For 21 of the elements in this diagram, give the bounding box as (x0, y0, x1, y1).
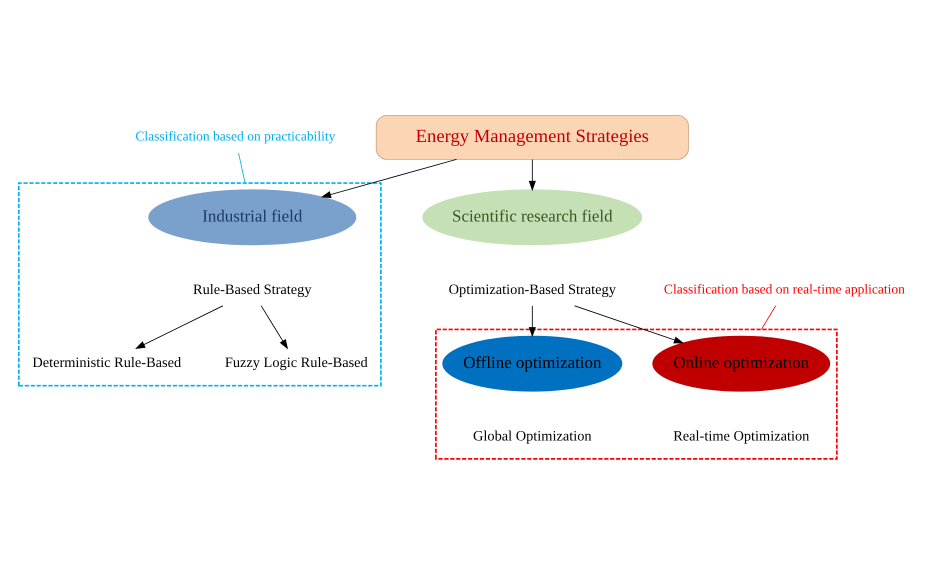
node-box: Energy Management Strategies (376, 114, 689, 160)
cluster (435, 328, 838, 460)
cluster (18, 182, 382, 387)
connector (238, 152, 246, 184)
node-text: Optimization-Based Strategy (448, 282, 616, 298)
node-text: Fuzzy Logic Rule-Based (224, 355, 368, 372)
node-text: Rule-Based Strategy (193, 282, 312, 298)
connector (761, 305, 776, 330)
arrow (528, 159, 536, 192)
node-text: Deterministic Rule-Based (32, 355, 182, 372)
arrow (260, 305, 288, 350)
node-text: Classification based on practicability (135, 128, 336, 144)
node-label: Real-time Optimization (673, 428, 810, 444)
node-ellipse: Offline optimization (442, 336, 622, 392)
node-text: Classification based on real-time application (664, 282, 905, 297)
node-label: Global Optimization (473, 428, 592, 444)
arrow (320, 158, 457, 198)
arrow (135, 305, 224, 349)
arrow (574, 305, 684, 344)
arrow (528, 305, 536, 338)
node-ellipse: Scientific research field (422, 189, 642, 246)
